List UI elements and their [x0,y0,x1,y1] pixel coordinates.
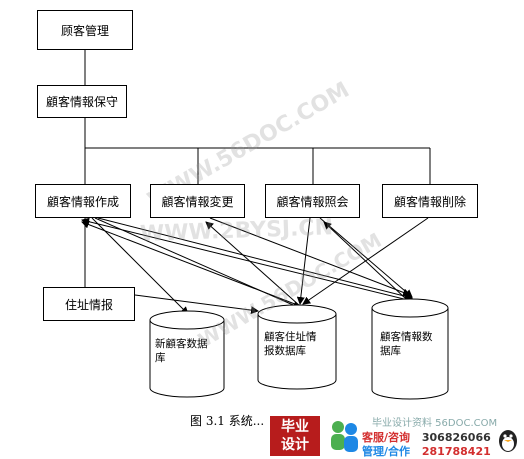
box-customer-info-maintenance: 顧客情報保守 [37,85,127,118]
db-label-line: 报数据库 [264,345,306,357]
figure-caption: 图 3.1 系统... [190,414,265,428]
db-label-line: 顧客住址情 [264,331,317,343]
logo-line: 设计 [281,437,309,453]
box-customer-info-inquiry: 顧客情報照会 [265,184,360,218]
footer-row-management: 管理/合作 281788421 [362,443,491,459]
arrow-inquiry-to-info-db [319,217,413,298]
db-label-customer-address: 顧客住址情 报数据库 [264,330,317,358]
arrow-create-to-new-db [91,217,189,315]
arrow-create-to-info-db [97,217,413,301]
site-banner-text: 毕业设计资料 56DOC.COM [372,418,498,429]
box-address-info: 住址情报 [43,287,135,321]
qq-penguin-icon [499,430,517,452]
service-label: 客服/咨询 [362,431,411,444]
service-number: 306826066 [421,431,491,444]
box-customer-info-delete: 顧客情報削除 [382,184,478,218]
arrow-change-to-info-db [209,217,411,297]
arrow-inquiry-to-address-db [296,217,311,305]
cylinder-customer-address-db [257,304,337,390]
db-label-line: 新顧客数据 [155,338,208,350]
cylinder-customer-info-db [371,298,449,400]
logo-line: 毕业 [281,419,309,435]
box-customer-info-change: 顧客情報変更 [150,184,245,218]
arrow-delete-to-address-db [302,217,429,305]
box-customer-management: 顾客管理 [37,10,133,50]
cylinder-new-customer-db [149,310,225,398]
box-customer-info-create: 顧客情報作成 [35,184,131,218]
db-label-line: 据库 [380,345,401,357]
management-number: 281788421 [421,445,491,458]
arrow-address-to-address-db [134,294,259,315]
db-label-new-customer: 新顧客数据 库 [155,337,208,365]
people-icon [331,421,358,452]
site-logo: 毕业 设计 [270,416,320,456]
arrow-info-db-to-create [81,217,409,301]
arrow-address-db-to-create [81,220,301,307]
management-label: 管理/合作 [362,445,411,458]
footer-row-service: 客服/咨询 306826066 [362,429,491,445]
db-label-line: 顧客情報数 [380,331,433,343]
arrow-address-db-to-change [205,221,301,307]
db-label-line: 库 [155,352,166,364]
arrow-info-db-to-inquiry [323,221,406,299]
db-label-customer-info: 顧客情報数 据库 [380,330,433,358]
